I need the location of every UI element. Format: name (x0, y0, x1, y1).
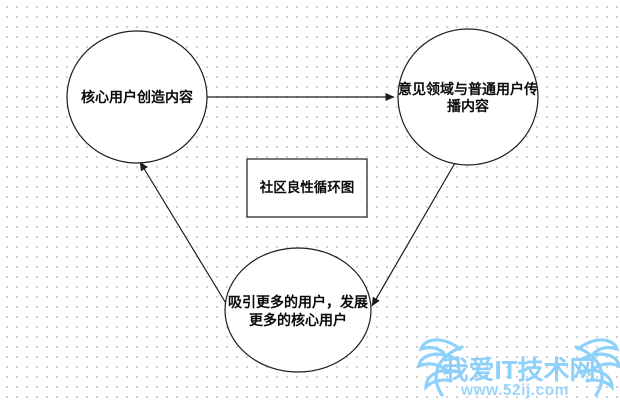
node-attract-more-users-label-line1: 吸引更多的用户，发展 (228, 294, 368, 310)
watermark-site-url: www.52ij.com (460, 382, 569, 399)
arrow-attract-to-create (139, 161, 228, 306)
node-attract-more-users-label-line2: 更多的核心用户 (249, 312, 347, 328)
node-opinion-leaders-spread-label-line2: 播内容 (447, 98, 489, 114)
circle-core-users-create (66, 30, 208, 164)
title-box-rect (246, 158, 368, 218)
circle-attract-more-users (224, 247, 372, 373)
diagram-title-box: 社区良性循环图 (246, 158, 368, 218)
arrow-spread-to-attract (371, 162, 456, 307)
node-attract-more-users: 吸引更多的用户，发展 更多的核心用户 (224, 247, 372, 373)
watermark-site-name: 我爱IT技术网 (442, 355, 595, 385)
node-core-users-create-label: 核心用户创造内容 (81, 89, 193, 105)
node-opinion-leaders-spread-label-line1: 意见领域与普通用户传 (398, 81, 538, 97)
node-opinion-leaders-spread: 意见领域与普通用户传 播内容 (397, 28, 539, 166)
node-core-users-create: 核心用户创造内容 (66, 30, 208, 164)
watermark: 我爱IT技术网 www.52ij.com (417, 338, 620, 399)
diagram-title: 社区良性循环图 (259, 179, 355, 195)
circle-opinion-leaders-spread (397, 28, 539, 166)
